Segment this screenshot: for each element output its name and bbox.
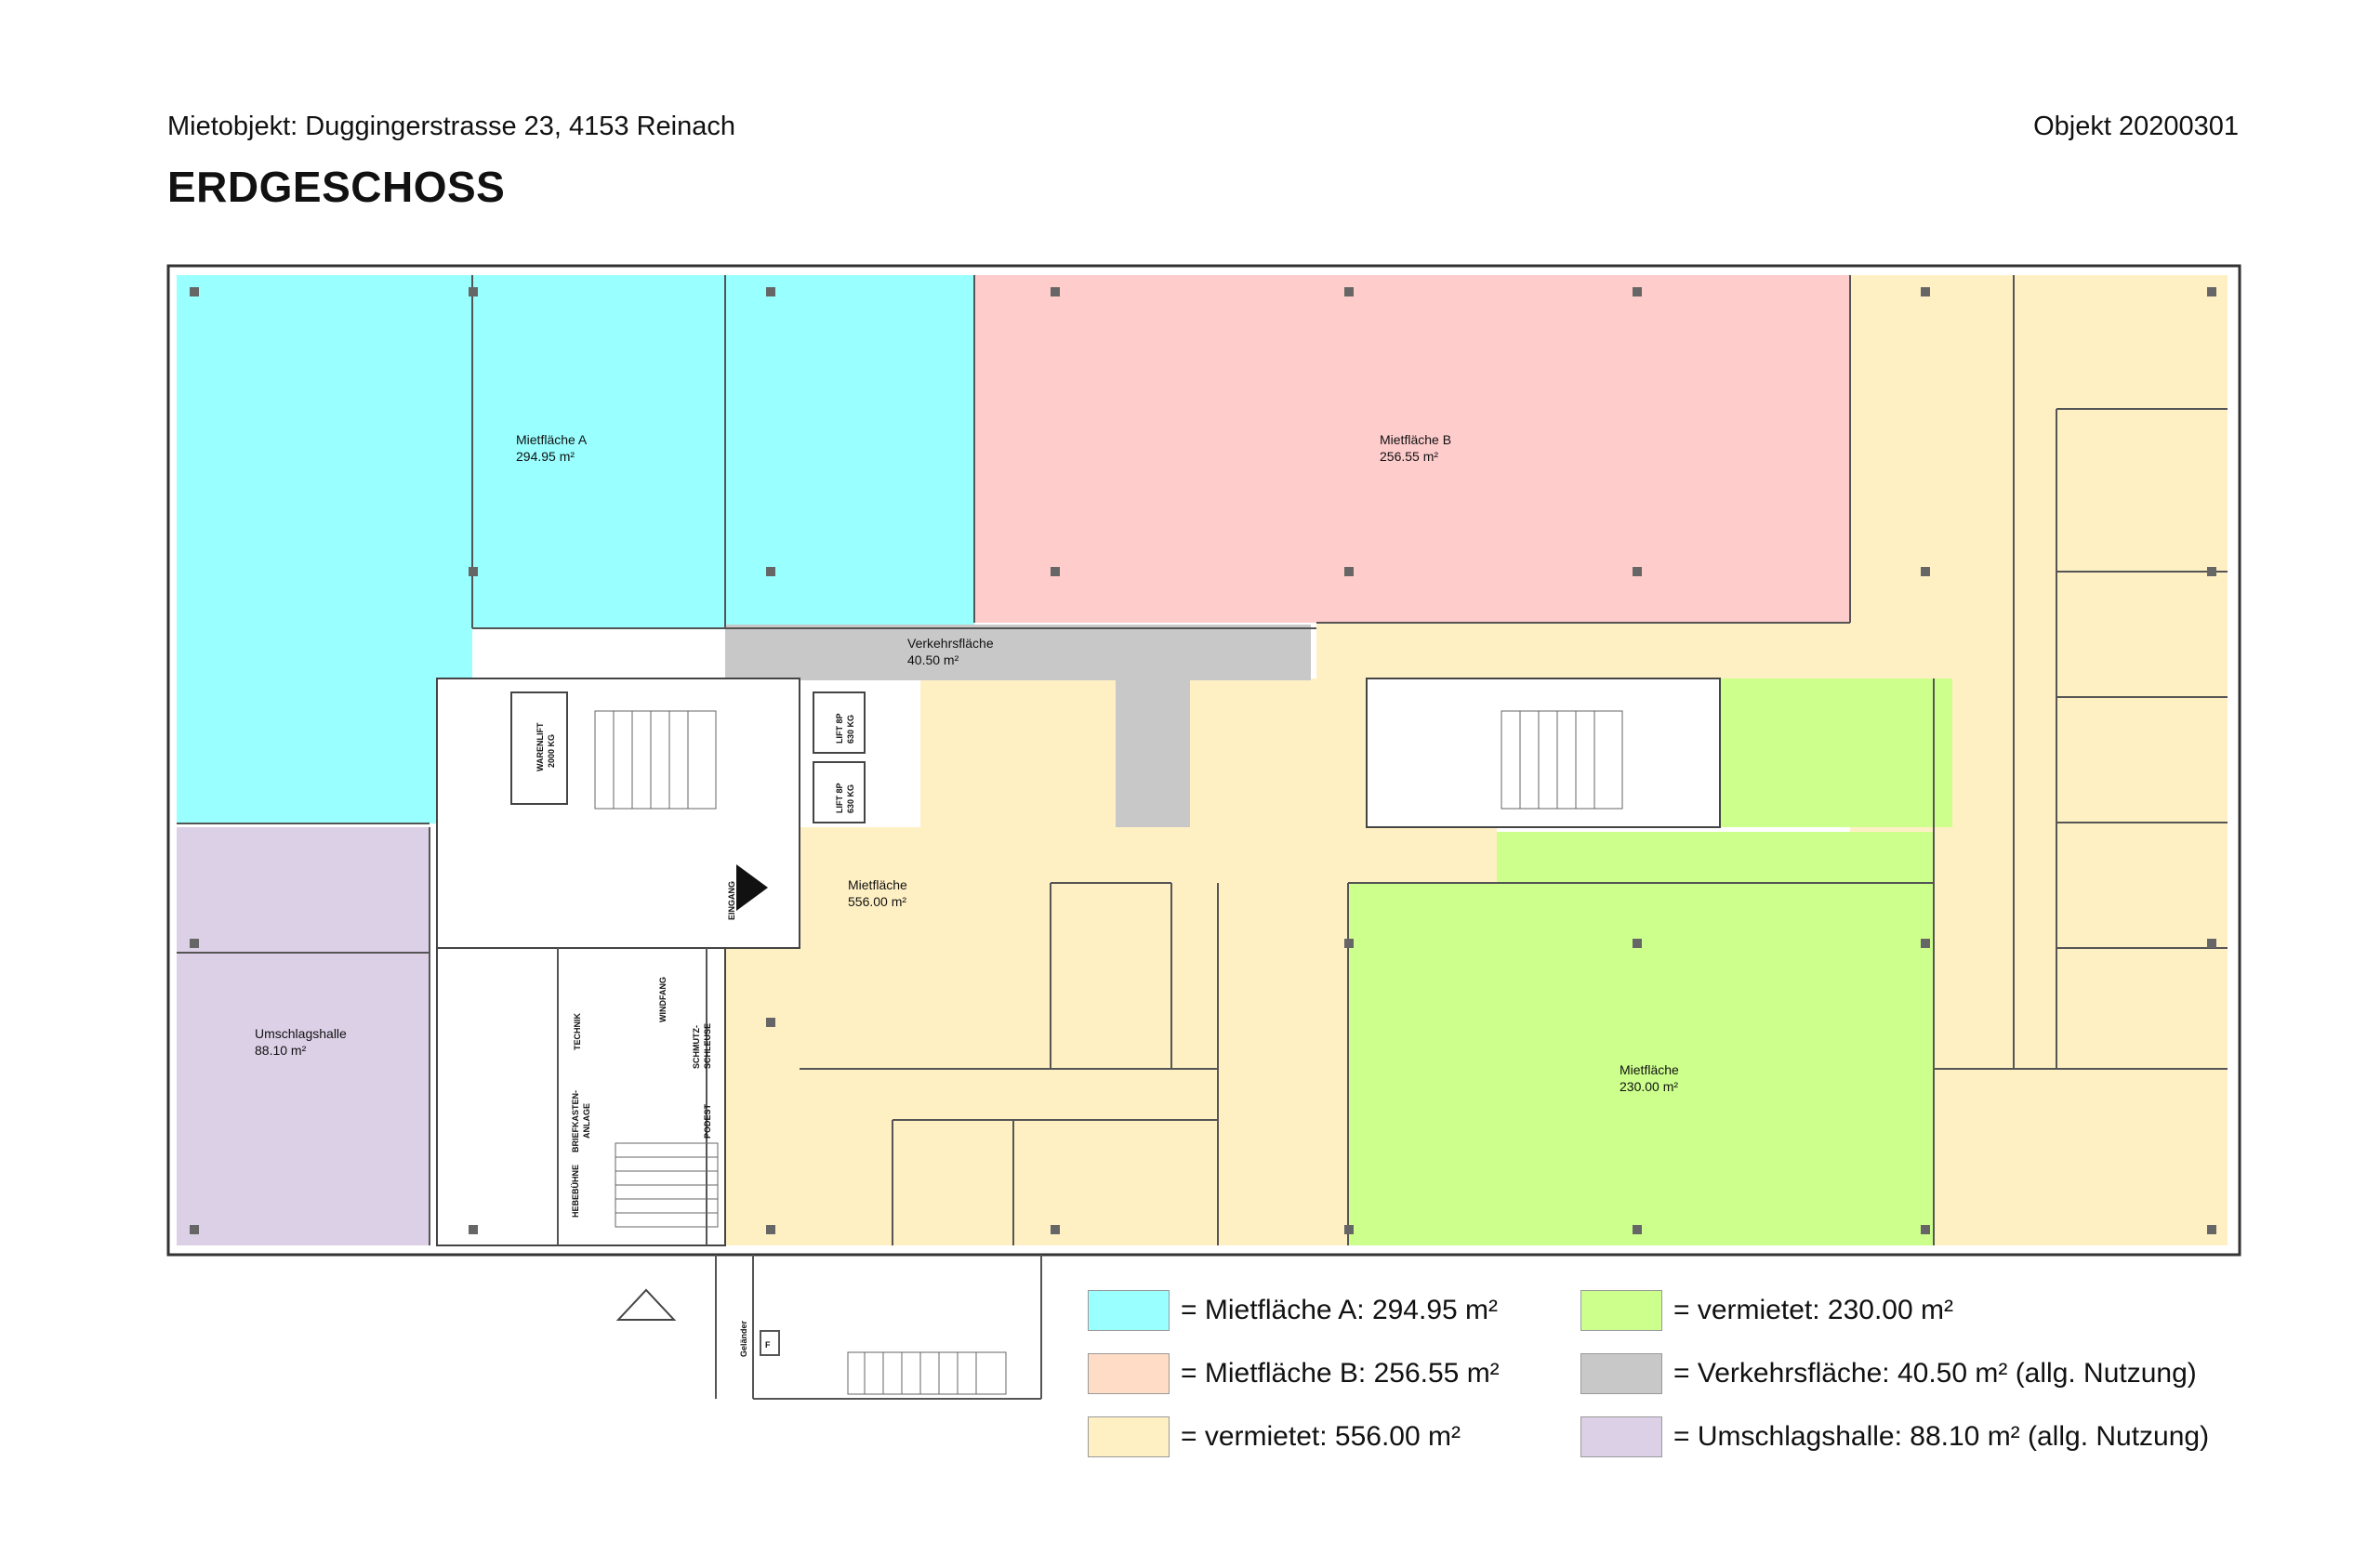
room-b-name: Mietfläche B xyxy=(1380,432,1451,447)
exterior-area xyxy=(715,1255,1042,1400)
lifts xyxy=(510,691,866,823)
room-verkehr-name: Verkehrsfläche xyxy=(907,636,994,651)
label-schmutz: SCHMUTZ- xyxy=(692,1025,701,1069)
zone-mietflaeche-a xyxy=(177,275,974,823)
legend-swatch xyxy=(1580,1353,1662,1394)
legend-item-b: = Mietfläche B: 256.55 m² xyxy=(1088,1353,1500,1394)
object-number: Objekt 20200301 xyxy=(2033,112,2239,141)
label-windfang: WINDFANG xyxy=(658,977,668,1022)
room-230-name: Mietfläche xyxy=(1620,1062,1679,1077)
label-hebebuehne: HEBEBÜHNE xyxy=(571,1165,580,1218)
legend-item-a: = Mietfläche A: 294.95 m² xyxy=(1088,1290,1498,1331)
label-gelaender: Geländer xyxy=(739,1320,748,1357)
zone-verkehrsflaeche xyxy=(725,625,1311,680)
north-marker xyxy=(615,1288,677,1321)
label-eingang: EINGANG xyxy=(727,881,736,920)
label-schleuse: SCHLEUSE xyxy=(703,1023,712,1069)
columns xyxy=(190,287,2216,1234)
label-lift1: LIFT 8P xyxy=(835,713,844,744)
floor-title: ERDGESCHOSS xyxy=(167,163,506,211)
label-lift1-kg: 630 KG xyxy=(846,715,855,744)
legend-swatch xyxy=(1088,1416,1170,1457)
room-b-area: 256.55 m² xyxy=(1380,449,1438,464)
label-podest: PODEST xyxy=(703,1103,712,1139)
entrance-arrow xyxy=(736,864,768,911)
zone-vermietet-230 xyxy=(1348,678,1952,1245)
room-a-name: Mietfläche A xyxy=(516,432,588,447)
label-f: F xyxy=(765,1340,771,1350)
label-warenlift: WARENLIFT xyxy=(536,722,545,771)
label-technik: TECHNIK xyxy=(573,1013,582,1050)
legend-swatch xyxy=(1580,1416,1662,1457)
legend-text: = vermietet: 556.00 m² xyxy=(1181,1421,1461,1452)
room-556-area: 556.00 m² xyxy=(848,894,906,909)
room-230-area: 230.00 m² xyxy=(1620,1079,1678,1094)
room-umschlag-name: Umschlagshalle xyxy=(255,1026,347,1041)
legend-item-230: = vermietet: 230.00 m² xyxy=(1580,1290,1953,1331)
building-outline xyxy=(166,264,2241,1257)
room-verkehr-area: 40.50 m² xyxy=(907,652,959,667)
legend-swatch xyxy=(1088,1353,1170,1394)
label-warenlift-kg: 2000 KG xyxy=(547,734,556,768)
legend-text: = Verkehrsfläche: 40.50 m² (allg. Nutzun… xyxy=(1673,1358,2197,1389)
label-lift2: LIFT 8P xyxy=(835,783,844,813)
label-briefkasten: BRIEFKASTEN- xyxy=(571,1090,580,1152)
label-anlage: ANLAGE xyxy=(582,1103,591,1139)
entry-lobby xyxy=(436,947,726,1246)
legend-item-verkehr: = Verkehrsfläche: 40.50 m² (allg. Nutzun… xyxy=(1580,1353,2197,1394)
zone-verkehr-wc xyxy=(1116,678,1190,827)
legend-text: = vermietet: 230.00 m² xyxy=(1673,1295,1953,1325)
legend-item-556: = vermietet: 556.00 m² xyxy=(1088,1416,1461,1457)
label-lift2-kg: 630 KG xyxy=(846,784,855,813)
legend-item-umschlag: = Umschlagshalle: 88.10 m² (allg. Nutzun… xyxy=(1580,1416,2209,1457)
legend-swatch xyxy=(1088,1290,1170,1331)
room-umschlag-area: 88.10 m² xyxy=(255,1043,307,1058)
legend-text: = Umschlagshalle: 88.10 m² (allg. Nutzun… xyxy=(1673,1421,2210,1452)
object-address: Mietobjekt: Duggingerstrasse 23, 4153 Re… xyxy=(167,112,735,141)
zone-umschlagshalle xyxy=(177,827,430,1245)
legend-swatch xyxy=(1580,1290,1662,1331)
legend-text: = Mietfläche B: 256.55 m² xyxy=(1181,1358,1500,1389)
room-556-name: Mietfläche xyxy=(848,877,907,892)
core-right xyxy=(1366,678,1721,828)
stairs xyxy=(594,710,1623,1395)
legend-text: = Mietfläche A: 294.95 m² xyxy=(1181,1295,1499,1325)
zone-mietflaeche-b xyxy=(974,275,1850,623)
room-a-area: 294.95 m² xyxy=(516,449,575,464)
core-left xyxy=(436,678,800,949)
